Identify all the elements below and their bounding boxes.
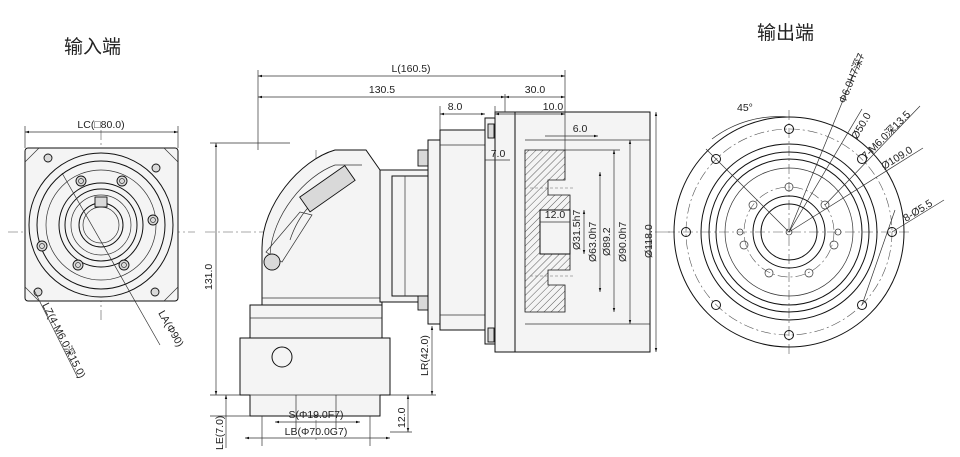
dim-l-total: L(160.5) bbox=[391, 63, 430, 75]
side-view: L(160.5) 130.5 30.0 8.0 10.0 6.0 7.0 12.… bbox=[203, 63, 670, 450]
dim-h131: 131.0 bbox=[203, 264, 215, 290]
output-center-bore bbox=[760, 203, 818, 261]
input-flange-circle bbox=[28, 152, 174, 298]
input-la-label: LA(Φ90) bbox=[155, 309, 185, 350]
dim-7: 7.0 bbox=[491, 148, 506, 160]
output-mounting-holes bbox=[681, 124, 897, 340]
dim-d31-5: Ø31.5h7 bbox=[571, 210, 583, 250]
dim-8: 8.0 bbox=[448, 101, 463, 113]
dim-d118: Ø118.0 bbox=[643, 224, 655, 258]
dim-10: 10.0 bbox=[543, 101, 564, 113]
dim-s: S(Φ19.0F7) bbox=[288, 409, 343, 421]
output-holes-label: 8-Ø5.5 bbox=[901, 197, 935, 224]
right-angle-housing bbox=[261, 149, 383, 306]
dim-d90: Ø90.0h7 bbox=[617, 222, 629, 262]
dim-d89-2: Ø89.2 bbox=[601, 227, 613, 256]
output-bore-label: Φ6.0H7深7 bbox=[837, 52, 868, 106]
dim-h12: 12.0 bbox=[396, 407, 408, 428]
dim-30: 30.0 bbox=[525, 84, 546, 96]
output-end-view: 45° Φ6.0H7深7 Ø50.0 7-M6.0深13.5 Ø109.0 8-… bbox=[665, 52, 945, 355]
output-d50-label: Ø50.0 bbox=[849, 111, 874, 142]
input-lz-label: LZ(4-M6.0深15.0) bbox=[39, 301, 87, 380]
input-end-view: LC(□80.0) LZ(4-M6.0深15.0) LA(Φ90) bbox=[8, 119, 195, 380]
output-d109-label: Ø109.0 bbox=[879, 144, 915, 173]
input-mounting-holes bbox=[33, 153, 161, 297]
output-angle-label: 45° bbox=[737, 102, 753, 114]
output-end-title: 输出端 bbox=[757, 23, 815, 44]
dim-130-5: 130.5 bbox=[369, 84, 395, 96]
input-lc-label: LC(□80.0) bbox=[77, 119, 124, 131]
input-housing bbox=[239, 337, 391, 417]
dim-6: 6.0 bbox=[573, 123, 588, 135]
dim-lb: LB(Φ70.0G7) bbox=[285, 426, 348, 438]
dim-le: LE(7.0) bbox=[214, 416, 226, 450]
output-threaded-holes bbox=[736, 182, 842, 278]
input-end-title: 输入端 bbox=[64, 37, 122, 58]
dim-d63: Ø63.0h7 bbox=[587, 222, 599, 262]
dim-lr: LR(42.0) bbox=[419, 335, 431, 376]
dim-12: 12.0 bbox=[545, 209, 566, 221]
